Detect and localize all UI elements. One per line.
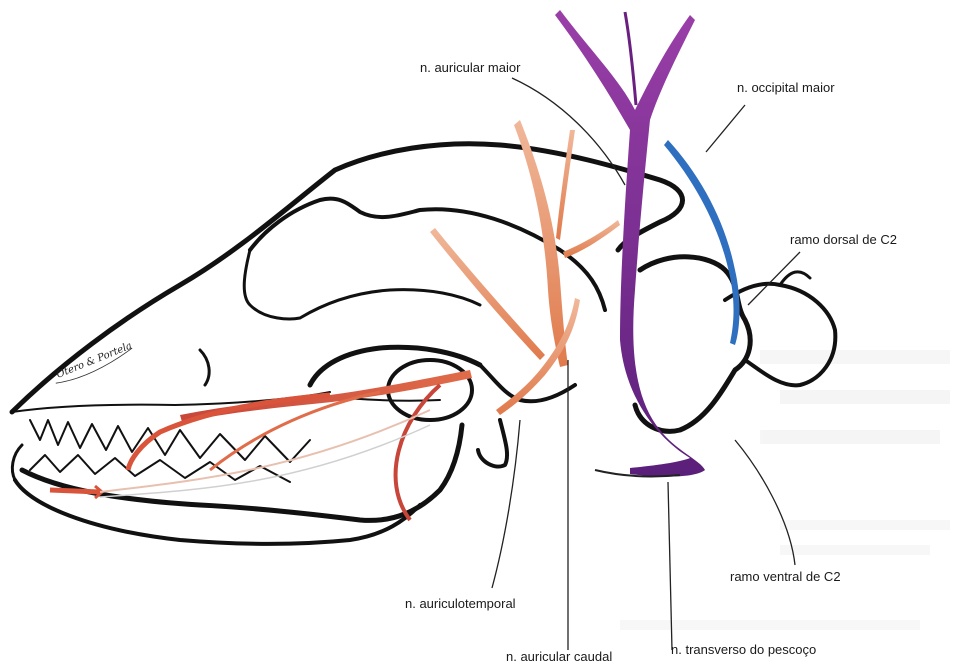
label-occipital-maior: n. occipital maior: [737, 80, 835, 95]
orange-nerve: [430, 120, 620, 415]
mandible-tip: [12, 445, 22, 480]
occipital-region: [480, 365, 575, 401]
mastoid-process: [478, 420, 507, 467]
label-auriculotemporal: n. auriculotemporal: [405, 596, 516, 611]
background-bleed: [620, 350, 950, 630]
leader-ramo-dorsal: [748, 252, 800, 305]
lower-teeth: [30, 455, 290, 482]
purple-nerve: [555, 10, 705, 477]
label-ramo-dorsal-c2: ramo dorsal de C2: [790, 232, 897, 247]
label-transverso-pescoco: n. transverso do pescoço: [671, 642, 816, 657]
label-ramo-ventral-c2: ramo ventral de C2: [730, 569, 841, 584]
leader-occipital-maior: [706, 105, 745, 152]
axis-vertebra: [725, 284, 835, 386]
label-auricular-maior: n. auricular maior: [420, 60, 521, 75]
label-auricular-caudal: n. auricular caudal: [506, 649, 612, 664]
blue-nerve: [664, 140, 740, 345]
nasal-mark: [200, 350, 209, 385]
axis-spine: [780, 272, 810, 285]
skull-dorsal-profile: [12, 144, 683, 412]
orbit-inner: [244, 250, 480, 319]
